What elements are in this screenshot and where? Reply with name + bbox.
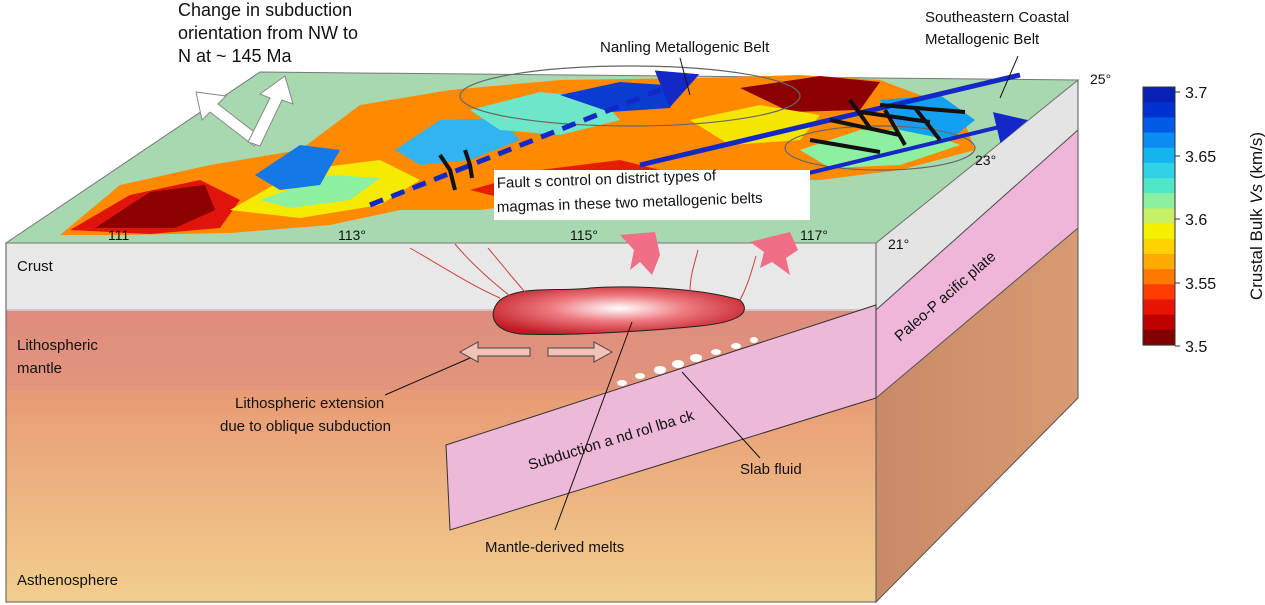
- colorbar-tick-label: 3.6: [1185, 212, 1207, 229]
- tomo-blue-zone-3: [560, 82, 680, 112]
- crust-label: Crust: [17, 258, 54, 275]
- fault-lines: [438, 98, 966, 191]
- colorbar-segment: [1143, 193, 1175, 210]
- faults-label-bg: [494, 170, 810, 220]
- colorbar-tick-label: 3.65: [1185, 149, 1216, 166]
- colorbar-segment: [1143, 178, 1175, 194]
- latitude-23: 23°: [975, 152, 996, 168]
- nanling-belt-label: Nanling Metallogenic Belt: [600, 39, 770, 56]
- nanling-belt-outline: [459, 65, 801, 127]
- colorbar-segment: [1143, 162, 1175, 179]
- n-arrow-icon: [247, 75, 294, 147]
- latitude-25: 25°: [1090, 71, 1111, 87]
- extension-label-line-1: Lithospheric extension: [235, 395, 384, 412]
- longitude-115: 115°: [570, 227, 598, 243]
- coastal-belt-label-line-1: Southeastern Coastal: [925, 9, 1069, 26]
- nanling-belt-line: [369, 70, 700, 208]
- tomo-green-zone-2: [800, 130, 960, 168]
- colorbar-segment: [1143, 299, 1175, 316]
- colorbar-segment: [1143, 132, 1175, 149]
- colorbar: 3.7 3.65 3.6 3.55 3.5 Crustal Bulk Vs (km/s): [1142, 85, 1265, 356]
- side-face: [875, 78, 1079, 604]
- slab-fluid-dots: [617, 337, 758, 386]
- tomo-green-zone: [260, 175, 380, 208]
- colorbar-segment: [1143, 87, 1175, 103]
- subducting-slab: [445, 304, 877, 531]
- tomo-darkred-zone-2: [740, 76, 880, 112]
- colorbar-segment: [1143, 208, 1175, 225]
- extension-label-line-2: due to oblique subduction: [220, 418, 391, 435]
- asthenosphere-label: Asthenosphere: [17, 572, 118, 589]
- subduction-change-line-3: N at ~ 145 Ma: [178, 46, 293, 66]
- colorbar-title: Crustal Bulk Vs (km/s): [1247, 132, 1265, 300]
- colorbar-segment: [1143, 329, 1175, 346]
- colorbar-segment: [1143, 269, 1175, 285]
- longitude-111: 111: [108, 227, 129, 243]
- nw-arrow-icon: [195, 91, 263, 147]
- colorbar-segment: [1143, 117, 1175, 134]
- melt-arrow-2-icon: [750, 232, 798, 275]
- coastal-belt-outline: [784, 125, 976, 171]
- colorbar-title-prefix: Crustal Bulk: [1247, 204, 1265, 300]
- colorbar-segment: [1143, 223, 1175, 240]
- melt-ascent-lines: [409, 243, 757, 301]
- crust-layer: [6, 243, 876, 311]
- tomo-blue-zone-2: [395, 118, 520, 165]
- tomo-darkred-zone-1: [95, 185, 215, 228]
- lith-mantle-label-line-2: mantle: [17, 360, 62, 377]
- colorbar-tick-label: 3.7: [1185, 85, 1207, 102]
- tomo-yellow-zone-2: [690, 105, 820, 145]
- colorbar-segment: [1143, 102, 1175, 118]
- colorbar-ticks: 3.7 3.65 3.6 3.55 3.5: [1175, 85, 1216, 356]
- colorbar-tick-label: 3.5: [1185, 339, 1207, 356]
- mantle-melt-body: [492, 286, 745, 336]
- colorbar-segment: [1143, 284, 1175, 301]
- extension-arrow-left-icon: [458, 341, 531, 363]
- annotation-subduction-change: Change in subduction orientation from NW…: [178, 0, 358, 66]
- lith-mantle-label-line-1: Lithospheric: [17, 337, 98, 354]
- longitude-117: 117°: [800, 227, 828, 243]
- colorbar-segment: [1143, 147, 1175, 164]
- colorbar-segment: [1143, 238, 1175, 255]
- mantle-melts-label: Mantle-derived melts: [485, 539, 624, 556]
- subduction-change-line-1: Change in subduction: [178, 0, 352, 20]
- longitude-113: 113°: [338, 227, 366, 243]
- colorbar-segment: [1143, 314, 1175, 331]
- coastal-belt-label-line-2: Metallogenic Belt: [925, 31, 1040, 48]
- colorbar-frame: [1142, 86, 1176, 346]
- tomo-cyan-zone: [470, 92, 620, 135]
- slab-fluid-label: Slab fluid: [740, 461, 802, 478]
- colorbar-segments: [1143, 87, 1175, 346]
- subduction-direction-arrows: [195, 75, 294, 147]
- colorbar-title-var: Vs: [1247, 183, 1265, 203]
- leader-lines: [384, 55, 1019, 531]
- colorbar-segment: [1143, 253, 1175, 270]
- subduction-change-line-2: orientation from NW to: [178, 23, 358, 43]
- extension-arrow-right-icon: [547, 341, 614, 363]
- colorbar-title-suffix: (km/s): [1247, 132, 1265, 184]
- tomo-blue-zone-1: [255, 145, 340, 190]
- melt-arrow-1-icon: [620, 232, 660, 275]
- latitude-21: 21°: [888, 236, 909, 252]
- coastal-belt-line-2: [779, 112, 1028, 182]
- colorbar-tick-label: 3.55: [1185, 276, 1216, 293]
